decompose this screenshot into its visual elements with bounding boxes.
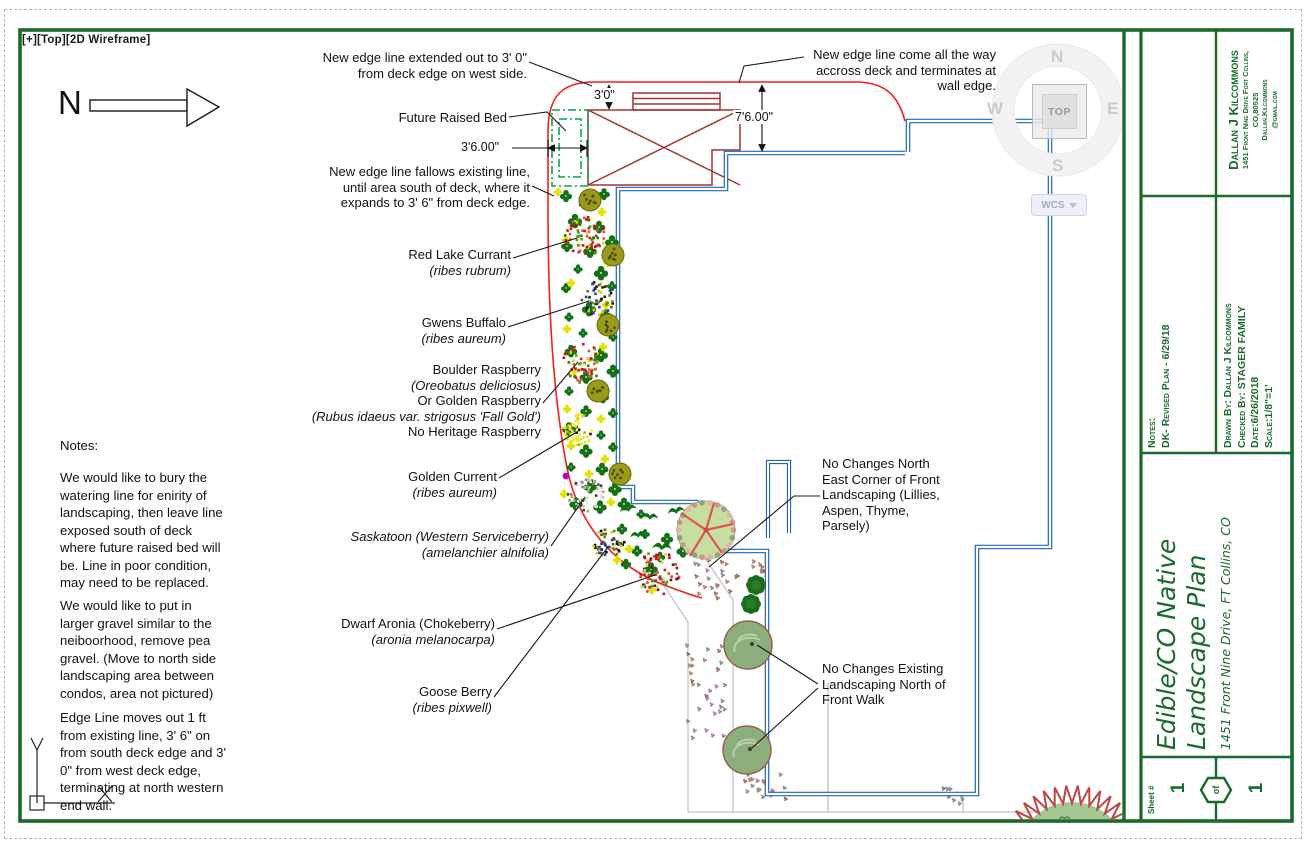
notes-paragraph-2: We would like to put in larger gravel si…: [60, 598, 217, 701]
deck: [587, 92, 741, 186]
label-saskatoon: Saskatoon (Western Serviceberry)(amelanc…: [350, 529, 549, 560]
sheet-border: [18, 28, 1294, 823]
sheet-total: 1: [1246, 782, 1267, 794]
paper-extent-dashed-border: [4, 9, 1302, 839]
dimension-lines: [512, 84, 766, 157]
label-golden-current: Golden Current(ribes aureum): [408, 469, 497, 500]
dim-3ft6: 3'6.00": [461, 140, 500, 154]
chevron-down-icon: [1068, 202, 1077, 208]
deck-stairs: [633, 97, 720, 105]
titleblock-owner: Dallan J Kilcommons 1451 Front Nine Driv…: [1226, 50, 1279, 170]
spiky-plant: [1014, 785, 1122, 819]
viewcube[interactable]: TOP: [1032, 84, 1087, 139]
existing-tree-round: [723, 620, 773, 670]
notes-paragraph-3: Edge Line moves out 1 ft from existing l…: [60, 710, 227, 813]
dim-7ft6: 7'6.00": [733, 110, 776, 124]
sheet-of-hexagon: [1199, 776, 1233, 804]
label-dwarf-aronia: Dwarf Aronia (Chokeberry)(aronia melanoc…: [341, 616, 495, 647]
viewcube-west[interactable]: W: [987, 99, 1004, 118]
viewcube-north[interactable]: N: [1051, 47, 1064, 66]
viewcube-top-face[interactable]: TOP: [1042, 94, 1077, 129]
existing-tree-round: [722, 725, 772, 775]
viewcube-east[interactable]: E: [1107, 99, 1119, 118]
notes-paragraph-1: We would like to bury the watering line …: [60, 470, 223, 590]
label-edge-west: New edge line extended out to 3' 0"from …: [322, 50, 527, 81]
sheet-number: 1: [1168, 782, 1189, 794]
viewcube-south[interactable]: S: [1052, 156, 1064, 175]
viewport-controls[interactable]: [+][Top][2D Wireframe]: [22, 34, 151, 46]
label-goose-berry: Goose Berry(ribes pixwell): [412, 684, 492, 715]
wcs-button[interactable]: WCS: [1031, 194, 1087, 216]
plant-symbols: [553, 187, 766, 614]
label-future-raised-bed: Future Raised Bed: [398, 110, 507, 125]
label-gwens-buffalo: Gwens Buffalo(ribes aureum): [421, 315, 506, 346]
north-arrow-label: N: [58, 84, 82, 121]
label-red-lake-currant: Red Lake Currant(ribes rubrum): [408, 247, 511, 278]
titleblock-drawing-info: Drawn By: Dallan J Kilcommons Checked By…: [1222, 303, 1275, 448]
existing-tree-large: [675, 499, 737, 561]
sheet-number-label: Sheet #: [1147, 785, 1156, 814]
titleblock-project-title: Edible/CO Native Landscape Plan 1451 Fro…: [1152, 517, 1233, 750]
notes-title: Notes:: [60, 438, 99, 453]
label-boulder-raspberry: Boulder Raspberry(Oreobatus deliciosus) …: [311, 362, 541, 439]
sheet-of-label: of: [1211, 785, 1221, 795]
titleblock-notes: Notes: DK- Revised Plan - 6/29/18: [1146, 324, 1172, 448]
annotation-leaders: [493, 56, 820, 749]
dim-3ft: 3'0": [592, 88, 617, 102]
label-edge-follows: New edge line fallows existing line,unti…: [329, 164, 530, 210]
north-arrow: [89, 87, 221, 128]
ucs-icon: [29, 737, 115, 811]
